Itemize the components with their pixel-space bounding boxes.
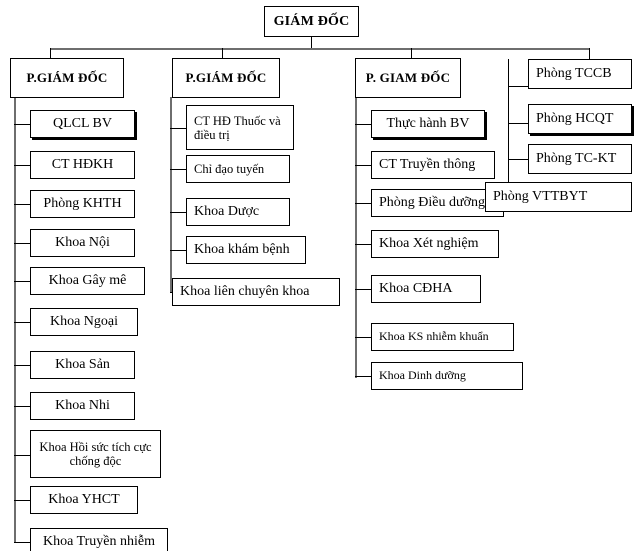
connector-stub-c2-1 xyxy=(170,128,187,129)
node-phong-hcqt[interactable]: Phòng HCQT xyxy=(528,104,632,134)
connector-stub-c1-6 xyxy=(14,322,31,323)
node-khoa-dinh-duong[interactable]: Khoa Dinh dưỡng xyxy=(371,362,523,390)
connector-trunk-col-1 xyxy=(14,97,16,543)
node-khoa-cdha[interactable]: Khoa CĐHA xyxy=(371,275,481,303)
node-khoa-san[interactable]: Khoa Sản xyxy=(30,351,135,379)
node-root-giam-doc[interactable]: GIÁM ĐỐC xyxy=(264,6,359,37)
node-khoa-xet-nghiem[interactable]: Khoa Xét nghiệm xyxy=(371,230,499,258)
connector-root-stem xyxy=(311,36,312,48)
connector-stub-c1-4 xyxy=(14,243,31,244)
node-phong-dieu-duong[interactable]: Phòng Điều dưỡng xyxy=(371,189,504,217)
connector-stub-c4-2 xyxy=(508,123,529,124)
node-ct-hd-thuoc-va-dieu-tri[interactable]: CT HĐ Thuốc và điều trị xyxy=(186,105,294,150)
node-khoa-duoc[interactable]: Khoa Dược xyxy=(186,198,290,226)
node-phong-tccb[interactable]: Phòng TCCB xyxy=(528,59,632,89)
node-phong-tc-kt[interactable]: Phòng TC-KT xyxy=(528,144,632,174)
connector-stub-c3-6 xyxy=(355,337,371,338)
connector-stub-c1-3 xyxy=(14,204,31,205)
node-khoa-hoi-suc-tich-cuc-chong-doc[interactable]: Khoa Hồi sức tích cực chống độc xyxy=(30,430,161,478)
node-khoa-nhi[interactable]: Khoa Nhi xyxy=(30,392,135,420)
connector-stub-c1-5 xyxy=(14,281,31,282)
node-vice-director-1[interactable]: P.GIÁM ĐỐC xyxy=(10,58,124,98)
connector-stub-c1-1 xyxy=(14,124,31,125)
connector-trunk-col-4 xyxy=(508,59,509,197)
connector-stub-c1-10 xyxy=(14,500,31,501)
connector-stub-c3-4 xyxy=(355,244,371,245)
connector-drop-branch-2 xyxy=(222,48,223,59)
connector-stub-c4-3 xyxy=(508,159,529,160)
connector-stub-c3-2 xyxy=(355,165,371,166)
connector-drop-branch-4 xyxy=(589,48,590,59)
node-khoa-lien-chuyen-khoa[interactable]: Khoa liên chuyên khoa xyxy=(172,278,340,306)
node-khoa-noi[interactable]: Khoa Nội xyxy=(30,229,135,257)
connector-stub-c4-1 xyxy=(508,86,529,87)
node-khoa-yhct[interactable]: Khoa YHCT xyxy=(30,486,138,514)
node-vice-director-2[interactable]: P.GIÁM ĐỐC xyxy=(172,58,280,98)
connector-drop-branch-3 xyxy=(411,48,412,59)
node-ct-truyen-thong[interactable]: CT Truyền thông xyxy=(371,151,495,179)
connector-stub-c1-7 xyxy=(14,365,31,366)
connector-drop-branch-1 xyxy=(50,48,51,59)
node-chi-dao-tuyen[interactable]: Chỉ đạo tuyến xyxy=(186,155,290,183)
connector-stub-c3-3 xyxy=(355,203,371,204)
connector-stub-c1-11 xyxy=(14,542,31,543)
connector-stub-c3-5 xyxy=(355,289,371,290)
connector-stub-c2-4 xyxy=(170,250,187,251)
node-vice-director-3[interactable]: P. GIAM ĐỐC xyxy=(355,58,461,98)
node-ct-hdkh[interactable]: CT HĐKH xyxy=(30,151,135,179)
connector-stub-c3-1 xyxy=(355,124,371,125)
connector-stub-c1-8 xyxy=(14,406,31,407)
connector-stub-c3-7 xyxy=(355,376,371,377)
connector-trunk-col-3 xyxy=(355,97,357,378)
node-khoa-ks-nhiem-khuan[interactable]: Khoa KS nhiễm khuẩn xyxy=(371,323,514,351)
connector-trunk-col-2 xyxy=(170,97,172,293)
node-khoa-truyen-nhiem[interactable]: Khoa Truyền nhiễm xyxy=(30,528,168,551)
node-qlcl-bv[interactable]: QLCL BV xyxy=(30,110,135,138)
node-khoa-kham-benh[interactable]: Khoa khám bệnh xyxy=(186,236,306,264)
connector-stub-c1-2 xyxy=(14,165,31,166)
connector-main-bus xyxy=(50,48,590,50)
node-khoa-ngoai[interactable]: Khoa Ngoại xyxy=(30,308,138,336)
node-thuc-hanh-bv[interactable]: Thực hành BV xyxy=(371,110,485,138)
connector-stub-c2-3 xyxy=(170,212,187,213)
connector-stub-c1-9 xyxy=(14,455,31,456)
node-phong-vttbyt[interactable]: Phòng VTTBYT xyxy=(485,182,632,212)
connector-stub-c2-2 xyxy=(170,169,187,170)
node-khoa-gay-me[interactable]: Khoa Gây mê xyxy=(30,267,145,295)
node-phong-khth[interactable]: Phòng KHTH xyxy=(30,190,135,218)
